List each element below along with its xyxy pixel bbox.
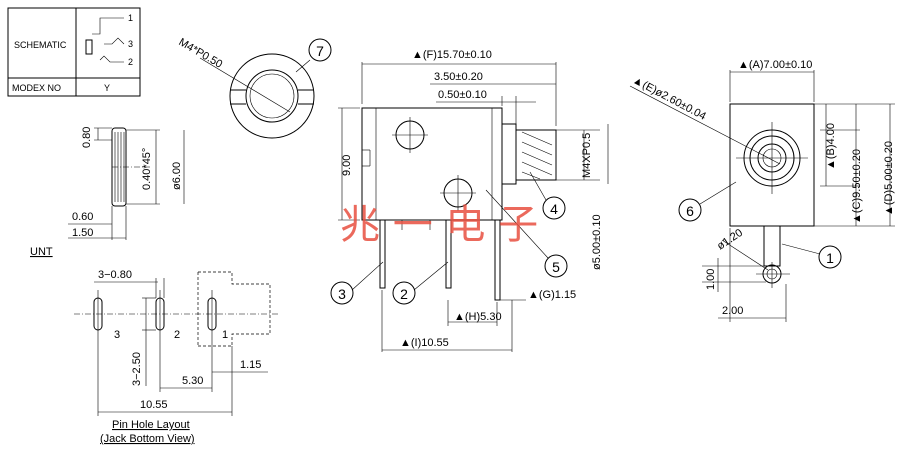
callout-6-circle: [678, 198, 702, 222]
callout-5-circle: [544, 254, 568, 278]
dim-D: ▲(D)5.00±0.20: [883, 141, 895, 216]
pin-hole-layout: 3−0.80 3 2 1 3−2.50 5.30 1.15 10.55 Pin …: [74, 269, 280, 445]
schematic-pin-3: 3: [128, 39, 133, 49]
pin-layout-title: Pin Hole Layout: [112, 419, 190, 431]
schematic-label: SCHEMATIC: [14, 40, 67, 50]
callout-7-circle: [308, 38, 332, 62]
unit-label: UNT: [30, 246, 53, 258]
pin-num-2: 2: [174, 329, 180, 341]
model-value: Y: [104, 83, 110, 93]
callout-2-circle: [392, 281, 416, 305]
watermark: 兆 一 电 子: [340, 202, 538, 248]
side-dim-150: 1.50: [72, 227, 93, 239]
dim-250: 3−2.50: [131, 352, 143, 386]
front-view: ▲(F)15.70±0.10 3.50±0.20 0.50±0.10 9.00 …: [330, 49, 609, 352]
callout-4-circle: [542, 196, 566, 220]
callout-6: 6: [686, 203, 694, 219]
dim-A: ▲(A)7.00±0.10: [738, 59, 812, 71]
pin-layout-subtitle: (Jack Bottom View): [100, 433, 195, 445]
side-dim-080: 0.80: [81, 127, 93, 148]
callout-1-circle: [818, 245, 842, 269]
right-view: ▲(A)7.00±0.10 ▲(E)ø2.60±0.04 ▲(B)4.00 ▲(…: [629, 59, 895, 322]
callout-7: 7: [316, 43, 324, 59]
callout-2: 2: [400, 286, 408, 302]
dim-900: 9.00: [341, 155, 353, 176]
dim-thread: M4XP0.5: [581, 133, 593, 178]
side-view: 0.80 0.40*45° ø6.00 0.60 1.50 UNT: [30, 127, 185, 258]
dim-380: 3−0.80: [98, 269, 132, 281]
dim-dia5: ø5.00±0.10: [591, 214, 603, 270]
dim-100: 1.00: [705, 269, 717, 290]
callout-3: 3: [338, 286, 346, 302]
callout-1: 1: [826, 250, 834, 266]
schematic-pin-2: 2: [128, 57, 133, 67]
jack-symbol: [85, 17, 125, 63]
dim-I: ▲(I)10.55: [400, 337, 449, 349]
dim-H: ▲(H)5.30: [454, 311, 502, 323]
nut-view: M4*P0.50 7: [177, 36, 332, 139]
side-dim-chamfer: 0.40*45°: [141, 148, 153, 190]
dim-115: 1.15: [240, 359, 261, 371]
callout-3-circle: [330, 281, 354, 305]
side-dim-060: 0.60: [72, 211, 93, 223]
dim-G: ▲(G)1.15: [528, 289, 576, 301]
dim-B: ▲(B)4.00: [825, 123, 837, 170]
dim-530: 5.30: [182, 375, 203, 387]
model-label: MODEX NO: [12, 83, 61, 93]
callout-5: 5: [552, 259, 560, 275]
side-dim-dia6: ø6.00: [171, 162, 183, 190]
dim-C: ▲(C)9.50±0.20: [851, 149, 863, 224]
thread-label: M4*P0.50: [177, 36, 225, 71]
dim-F: ▲(F)15.70±0.10: [412, 49, 492, 61]
schematic-pin-1: 1: [128, 13, 133, 23]
pin-num-1: 1: [222, 329, 228, 341]
dim-050: 0.50±0.10: [438, 89, 487, 101]
dim-E: ▲(E)ø2.60±0.04: [631, 74, 708, 123]
dim-200: 2.00: [722, 305, 743, 317]
dim-1055: 10.55: [140, 399, 168, 411]
schematic-table: SCHEMATIC MODEX NO Y 1 3 2: [7, 7, 141, 97]
callout-4: 4: [550, 201, 558, 217]
pin-num-3: 3: [114, 329, 120, 341]
dim-350: 3.50±0.20: [434, 71, 483, 83]
